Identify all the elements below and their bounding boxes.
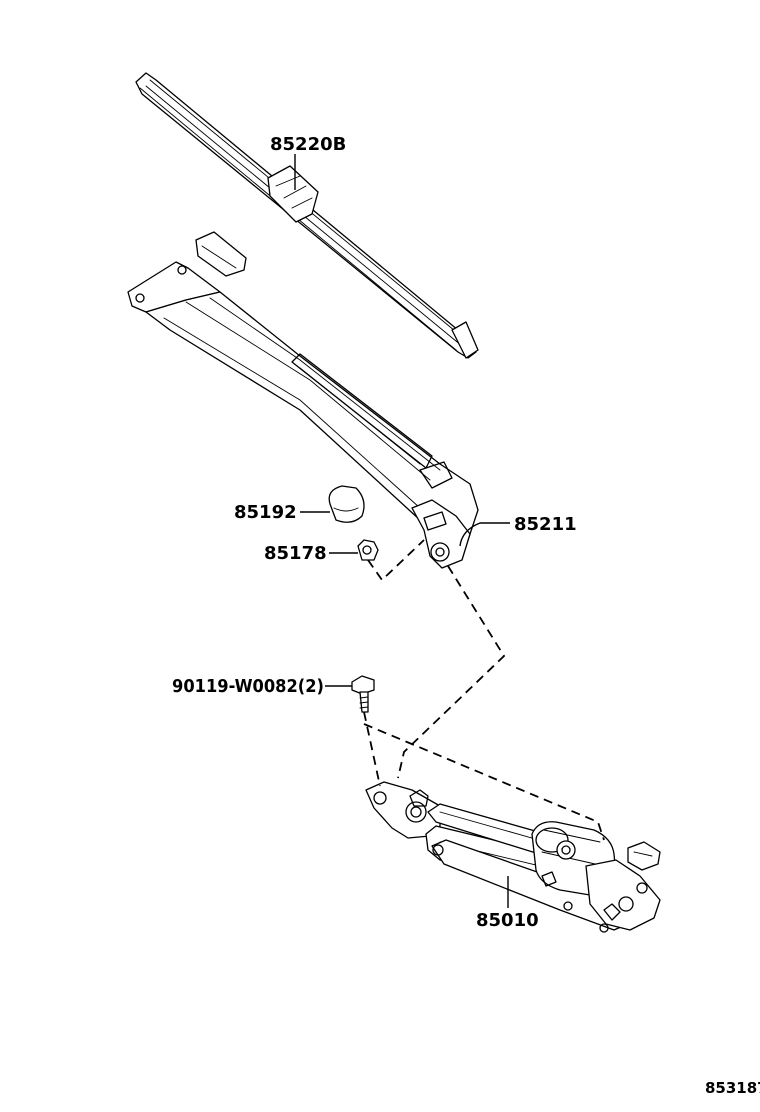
leader-lines [294,154,510,908]
label-85178: 85178 [264,543,327,564]
wiper-blade-drawing [135,72,479,359]
bolt-drawing [351,675,375,713]
cap-drawing [328,485,365,523]
label-85211: 85211 [514,514,577,535]
label-90119-W0082: 90119-W0082(2) [172,676,324,697]
nut-drawing [357,539,379,561]
linkage-motor-drawing [365,781,661,933]
figure-code: 853187 [705,1079,760,1097]
label-85192: 85192 [234,502,297,523]
label-85220B: 85220B [270,134,346,155]
label-85010: 85010 [476,910,539,931]
assembly-dashed-lines [363,539,605,841]
wiper-arm-drawing [127,231,479,569]
